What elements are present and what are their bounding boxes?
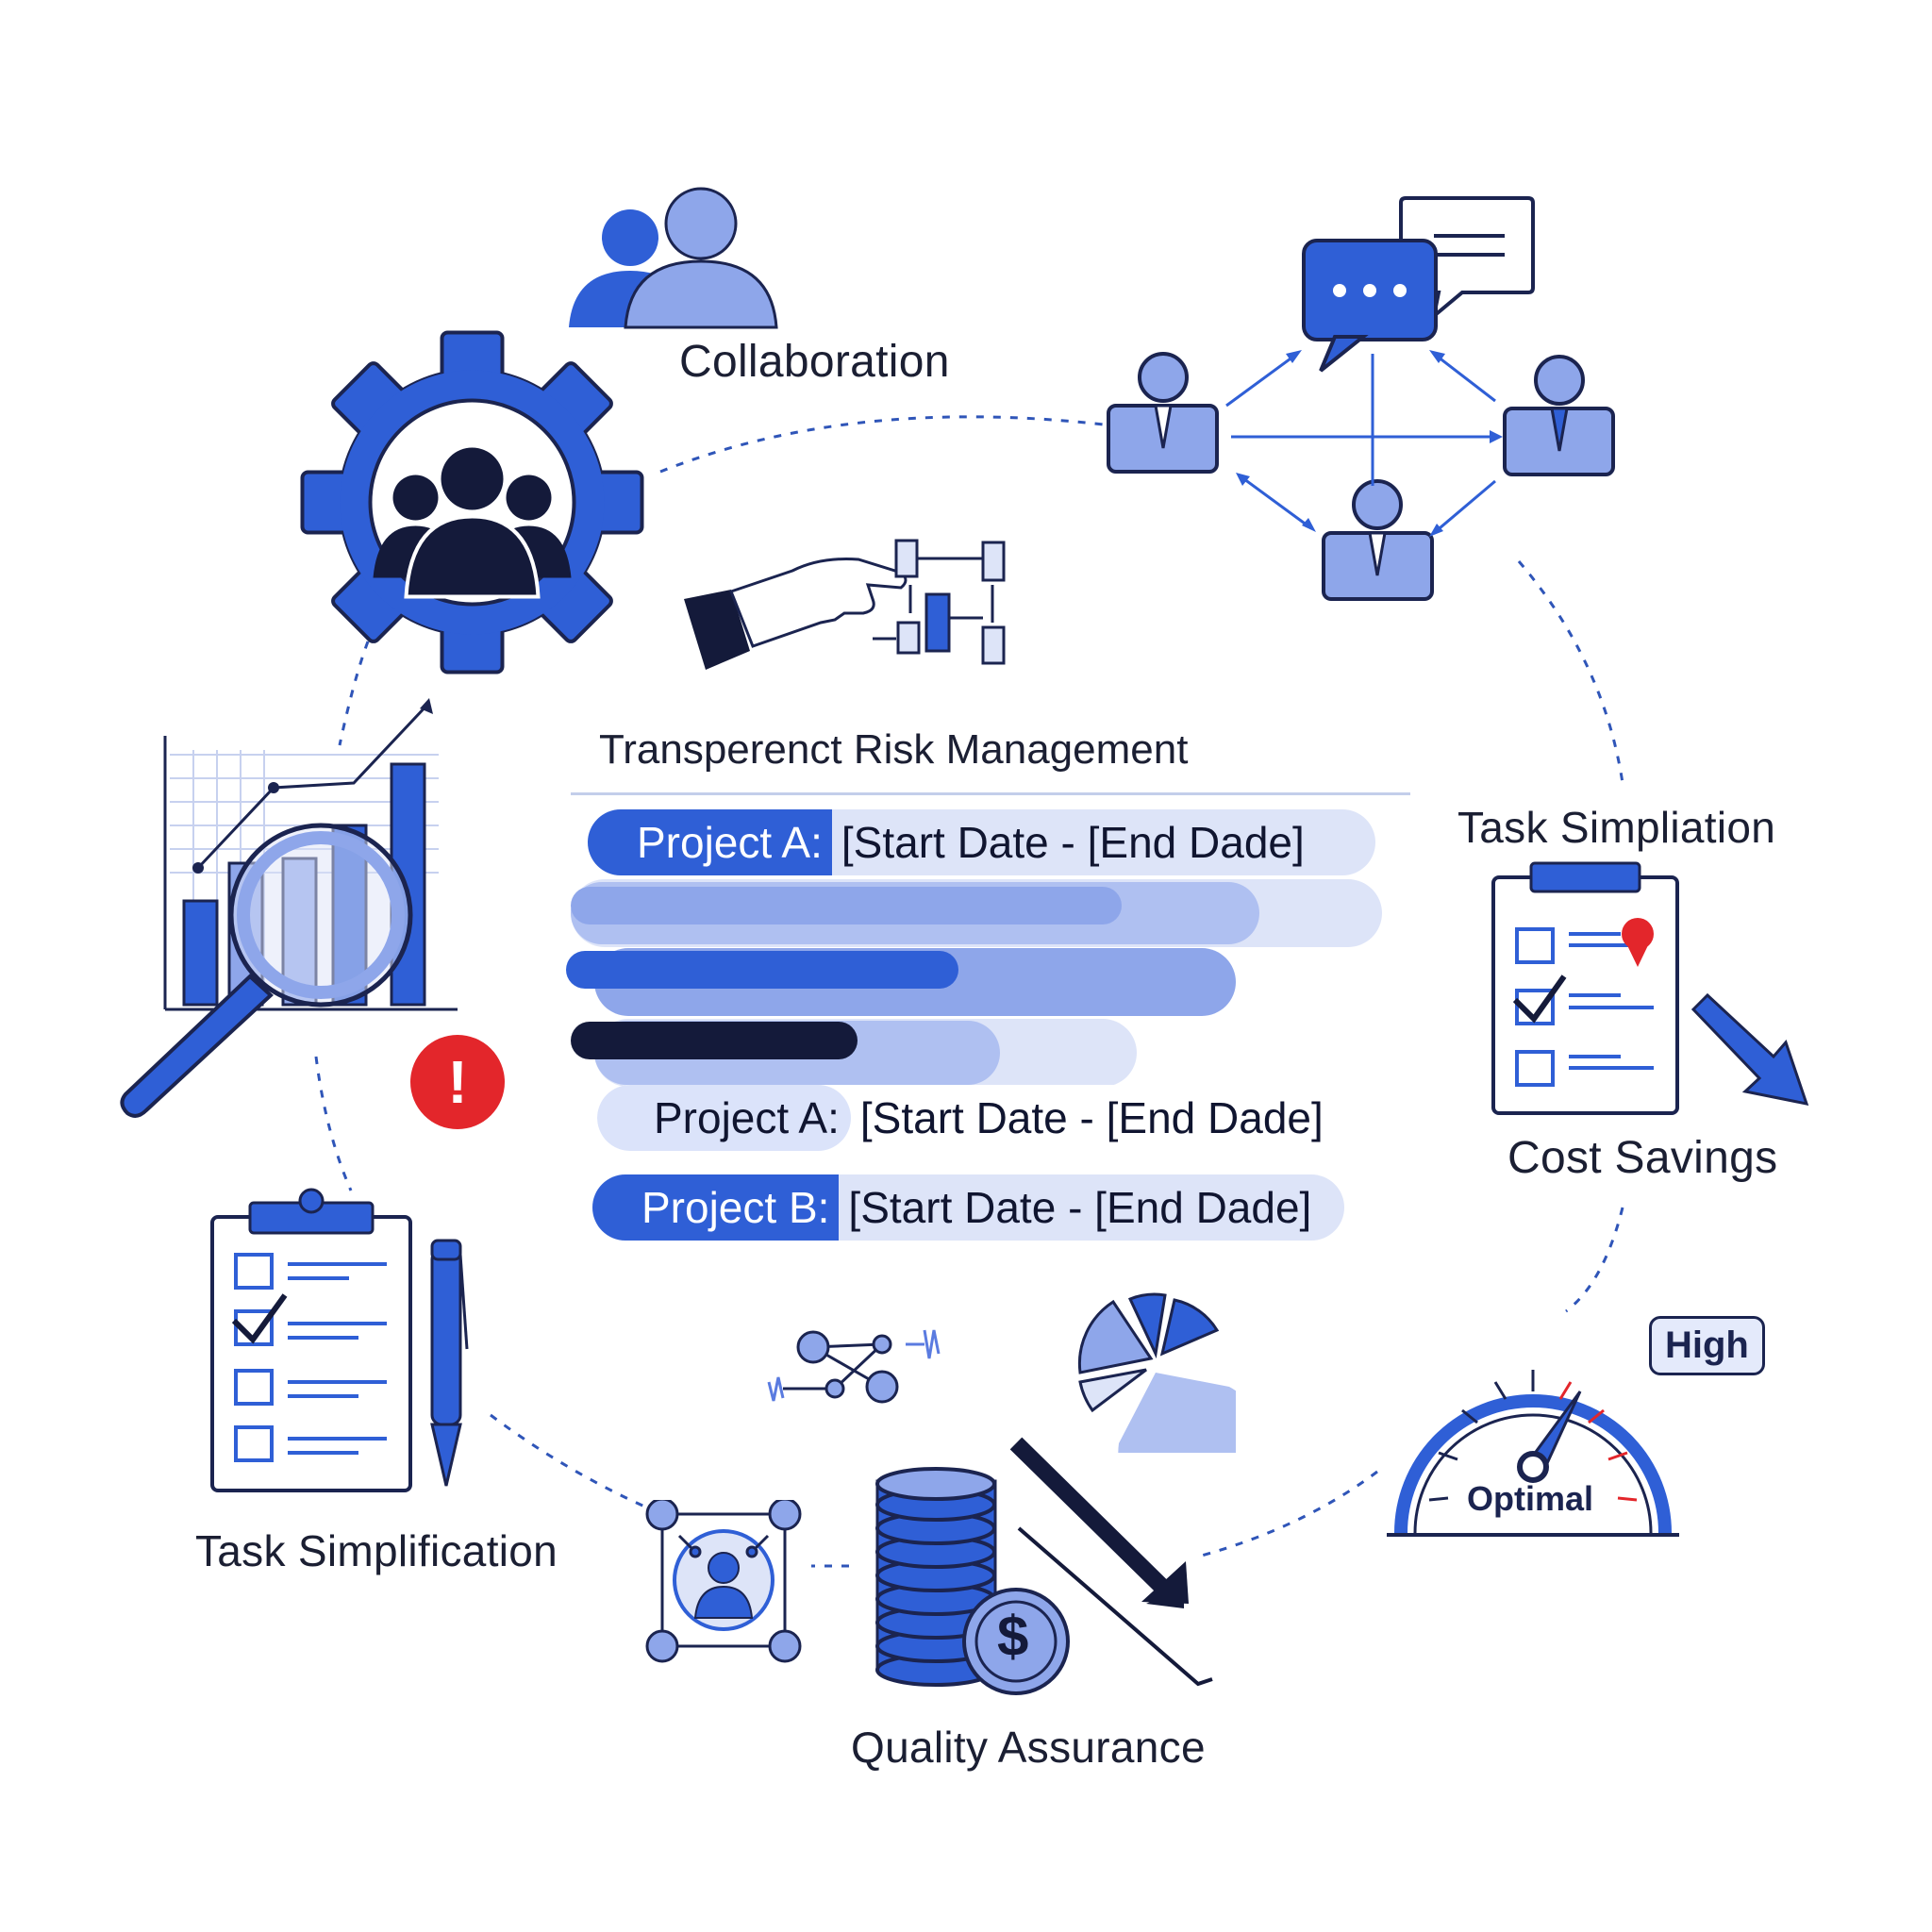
gauge-high-bubble: High (1649, 1316, 1765, 1375)
collaboration-people-icon (569, 187, 778, 329)
quality-assurance-label: Quality Assurance (851, 1723, 1206, 1772)
checklist-clipboard-icon (1491, 861, 1679, 1115)
cost-savings-label: Cost Savings (1507, 1133, 1778, 1183)
date-range: [Start Date - [End Dade] (839, 1174, 1344, 1241)
timeline-row-2: Project A: [Start Date - [End Dade] (597, 1085, 1352, 1151)
speed-gauge-icon (1387, 1370, 1679, 1537)
gauge-optimal-label: Optimal (1467, 1479, 1594, 1518)
title-underline (571, 792, 1410, 795)
progress-bar-1 (571, 887, 1122, 924)
network-nodes-icon (767, 1329, 941, 1404)
hand-flowchart-icon (684, 539, 1006, 670)
date-range: [Start Date - [End Dade] (859, 1093, 1324, 1142)
date-range: [Start Date - [End Dade] (831, 809, 1375, 875)
timeline-row-1: Project A: [Start Date - [End Dade] (588, 809, 1375, 875)
dollar-sign: $ (997, 1605, 1029, 1668)
project-tag: Project A: (597, 1085, 851, 1151)
communication-network-icon (1107, 196, 1615, 601)
person-target-icon (645, 1500, 802, 1663)
coin-stack-icon (875, 1467, 1070, 1695)
alert-icon: ! (410, 1035, 505, 1129)
task-simpliation-label: Task Simpliation (1457, 803, 1776, 852)
task-simplification-label: Task Simplification (195, 1526, 558, 1575)
team-gear-icon (300, 330, 644, 675)
decline-arrow-icon (1009, 1437, 1213, 1687)
task-clipboard-pen-icon (210, 1188, 469, 1492)
progress-bar-3 (571, 1022, 858, 1059)
center-title: Transperenct Risk Management (599, 726, 1189, 773)
progress-bar-2 (566, 951, 958, 989)
project-tag: Project A: (588, 809, 832, 875)
pie-chart-icon (1077, 1292, 1236, 1453)
timeline-row-3: Project B: [Start Date - [End Dade] (592, 1174, 1344, 1241)
down-right-arrow-icon (1690, 992, 1809, 1106)
collaboration-label: Collaboration (679, 337, 950, 387)
analytics-magnifier-icon (120, 698, 458, 1118)
project-tag: Project B: (592, 1174, 840, 1241)
